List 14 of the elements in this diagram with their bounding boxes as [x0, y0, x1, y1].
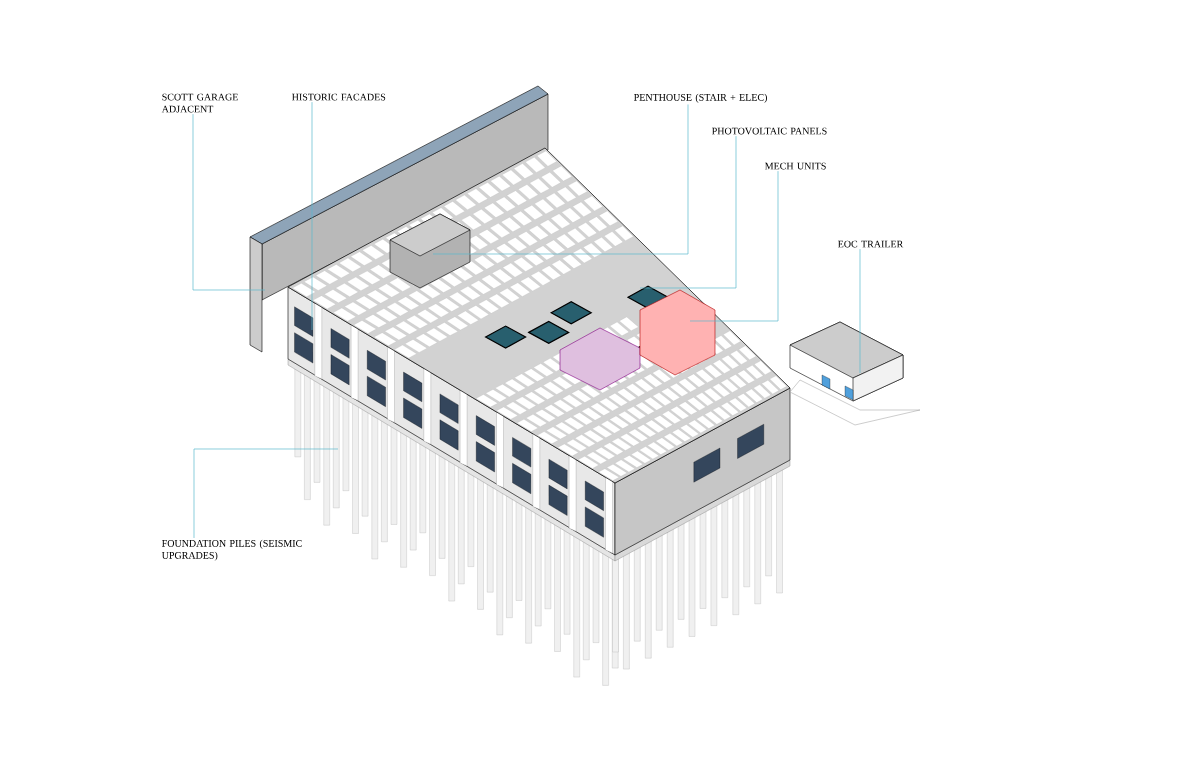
callout-label: MECH UNITS [765, 162, 826, 170]
leader-line [193, 448, 339, 539]
callout-label: FOUNDATION PILES (SEISMIC UPGRADES) [161, 539, 302, 561]
leader-line [432, 104, 689, 255]
callout-label: HISTORIC FACADES [292, 93, 386, 101]
leader-line [639, 135, 737, 289]
callout-label: PHOTOVOLTAIC PANELS [712, 127, 827, 135]
leader-line [689, 170, 779, 322]
leader-line [192, 113, 266, 291]
callout-label: SCOTT GARAGE ADJACENT [161, 93, 238, 113]
leader-line [859, 248, 861, 374]
callout-label: PENTHOUSE (STAIR + ELEC) [634, 93, 767, 103]
callout-label: EOC TRAILER [838, 240, 904, 248]
leader-line [311, 101, 313, 331]
